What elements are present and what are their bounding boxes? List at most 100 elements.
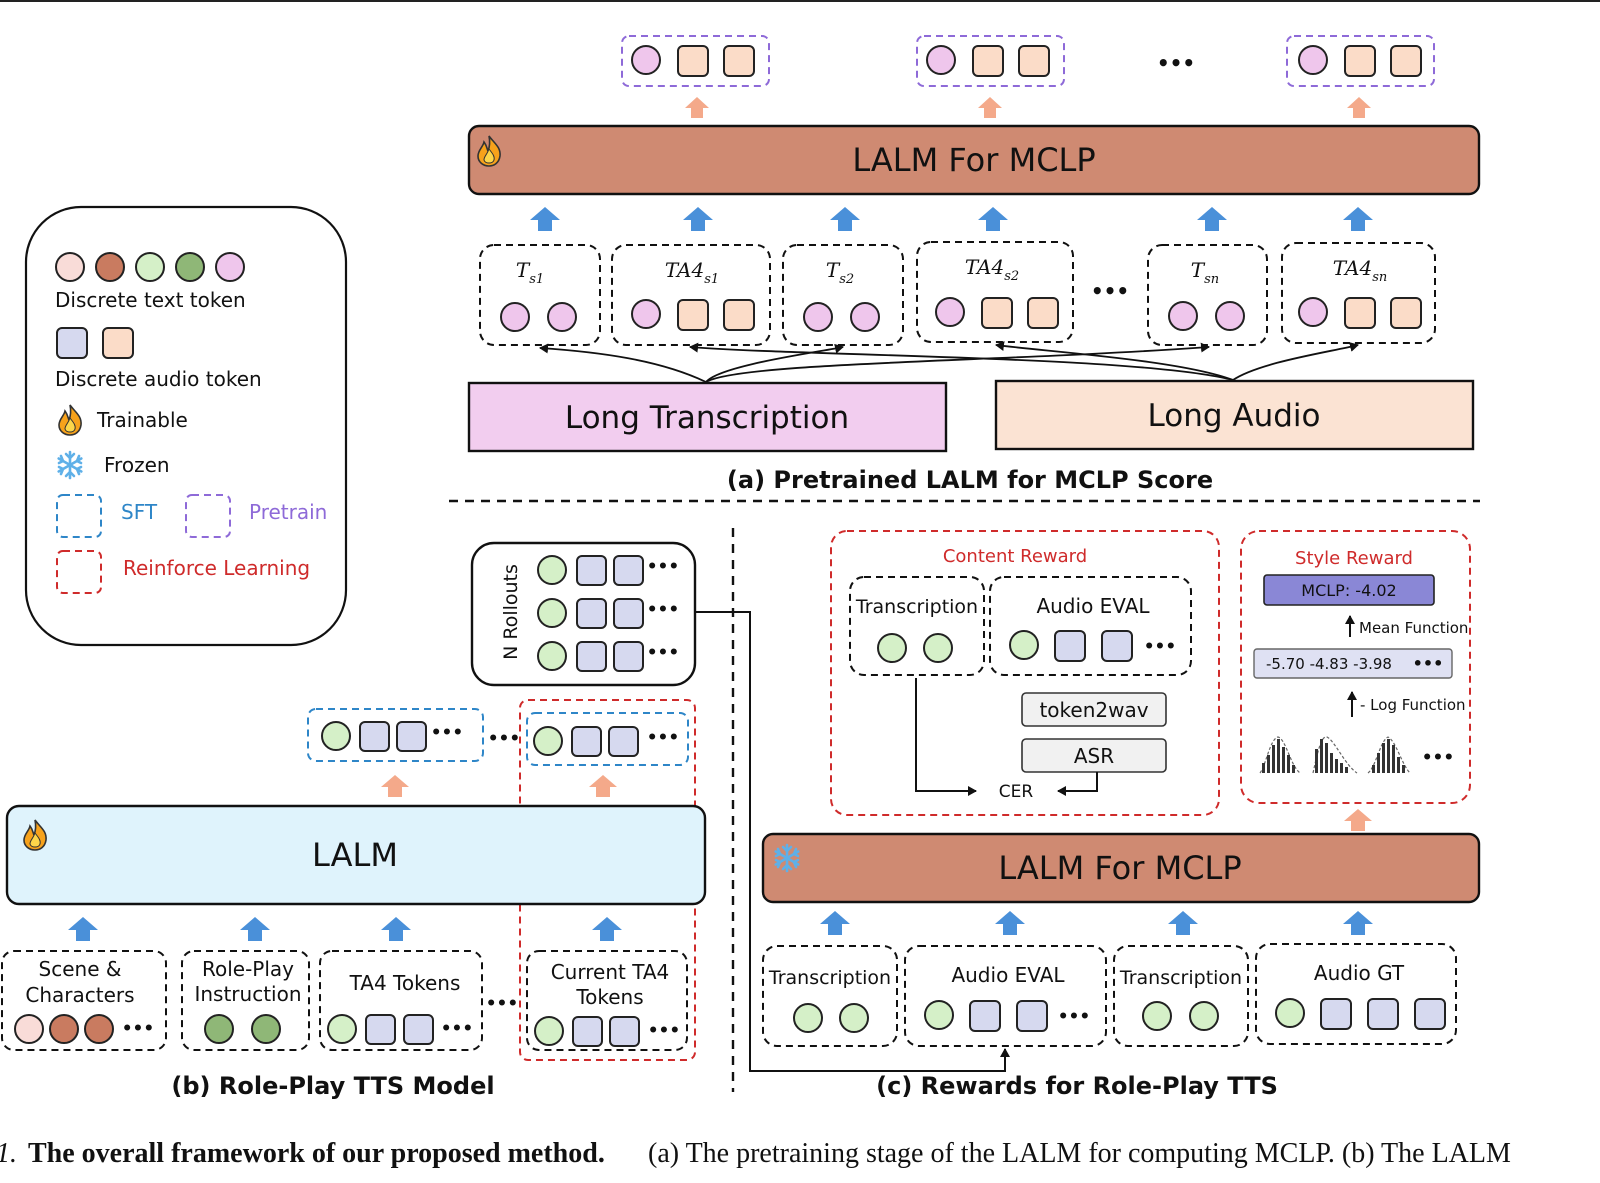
blue-arrow-icon: [530, 207, 560, 231]
svg-text:•••: •••: [647, 557, 680, 577]
long-transcription-label: Long Transcription: [565, 400, 849, 436]
long-transcription-block: [467, 381, 948, 453]
n-rollouts-box: N Rollouts ••• ••• •••: [470, 541, 697, 687]
segment-subscript: sn: [1372, 270, 1387, 285]
distribution-icons: [1259, 736, 1411, 774]
input-ta4-tokens: TA4 Tokens •••: [319, 950, 483, 1051]
blue-arrow-icon: [978, 207, 1008, 231]
legend-rl-label: Reinforce Learning: [123, 556, 310, 580]
segment-subscript: s2: [839, 272, 854, 287]
svg-text:•••: •••: [1413, 654, 1444, 673]
long-audio-block: [994, 379, 1475, 451]
rollouts-to-audio-eval-connector: [695, 611, 1010, 1072]
peach-arrow-icon: [685, 97, 709, 118]
svg-text:TA4sn: TA4sn: [1333, 256, 1387, 285]
svg-text:•••: •••: [122, 1019, 155, 1039]
input-ellipsis: •••: [486, 994, 519, 1014]
svg-text:•••: •••: [647, 643, 680, 663]
legend-pretrain-swatch: [185, 494, 231, 538]
svg-text:Audio EVAL: Audio EVAL: [951, 963, 1065, 987]
svg-text:Scene &: Scene &: [39, 957, 122, 981]
legend-sft-label: SFT: [121, 500, 158, 524]
blue-arrow-icon: [1197, 207, 1227, 231]
blue-arrow-icon: [1168, 911, 1198, 935]
svg-text:Characters: Characters: [25, 983, 134, 1007]
lalm-mclp-pretrain-block: [467, 124, 1481, 196]
sft-output-group-2: •••: [526, 712, 689, 766]
rollout-row: •••: [537, 555, 680, 586]
sft-ellipsis: •••: [488, 729, 521, 749]
segment-T-sn: Tsn: [1147, 244, 1268, 346]
blue-arrow-icon: [1343, 207, 1373, 231]
svg-text:TA4s2: TA4s2: [965, 255, 1019, 284]
lalm-label: LALM: [312, 836, 398, 874]
svg-text:•••: •••: [431, 723, 464, 743]
log-values-box: [1253, 648, 1453, 679]
blue-arrow-icon: [683, 207, 713, 231]
panel-c-title: (c) Rewards for Role-Play TTS: [876, 1072, 1278, 1100]
legend-frozen-label: Frozen: [104, 453, 170, 477]
segment-label: T: [826, 258, 841, 282]
blue-arrow-icon: [995, 911, 1025, 935]
svg-text:•••: •••: [1144, 637, 1177, 657]
figure-caption: 1. The overall framework of our proposed…: [0, 1136, 1600, 1183]
legend-text-tokens: [55, 252, 245, 282]
style-reward-box: Style Reward MCLP: -4.02 Mean Function -…: [1240, 530, 1471, 804]
svg-text:Ts1: Ts1: [516, 258, 544, 287]
svg-text:TA4s1: TA4s1: [665, 258, 719, 287]
n-rollouts-label: N Rollouts: [500, 564, 522, 660]
svg-text:Role-Play: Role-Play: [202, 957, 294, 981]
sft-output-group-1: •••: [307, 708, 484, 762]
legend-pretrain-label: Pretrain: [249, 500, 327, 524]
input-scene-characters: Scene & Characters •••: [1, 950, 167, 1051]
segment-label: T: [1191, 258, 1206, 282]
log-values: -5.70 -4.83 -3.98: [1266, 655, 1392, 673]
content-reward-label: Content Reward: [943, 546, 1087, 567]
svg-text:Transcription: Transcription: [768, 967, 891, 989]
svg-text:•••: •••: [1422, 748, 1455, 768]
caption-bold: The overall framework of our proposed me…: [28, 1138, 605, 1169]
svg-text:•••: •••: [1058, 1007, 1091, 1027]
segment-T-s2: Ts2: [782, 244, 904, 346]
svg-text:TA4 Tokens: TA4 Tokens: [349, 971, 461, 995]
long-audio-label: Long Audio: [1148, 398, 1321, 434]
legend-audio-tokens: [56, 327, 134, 359]
segment-TA4-s2: TA4s2: [916, 241, 1074, 343]
blue-arrow-icon: [240, 917, 270, 941]
panel-b: N Rollouts ••• ••• •••: [1, 541, 707, 1100]
mean-function-label: Mean Function: [1359, 619, 1468, 637]
svg-text:Tokens: Tokens: [575, 985, 643, 1009]
token2wav-box: [1021, 692, 1167, 727]
transcription-label: Transcription: [855, 596, 978, 618]
svg-text:Current TA4: Current TA4: [551, 960, 670, 984]
peach-arrow-icon: [1347, 97, 1371, 118]
log-function-label: - Log Function: [1360, 696, 1466, 714]
asr-label: ASR: [1074, 744, 1114, 768]
blue-arrow-icon: [830, 207, 860, 231]
blue-arrow-icon: [820, 911, 850, 935]
legend-rl-swatch: [56, 550, 102, 594]
peach-arrow-icon: [978, 97, 1002, 118]
style-reward-label: Style Reward: [1295, 548, 1413, 569]
segment-TA4-s1: TA4s1: [611, 244, 771, 346]
input-current-ta4-tokens: Current TA4 Tokens •••: [526, 950, 688, 1051]
svg-text:•••: •••: [647, 600, 680, 620]
input-transcription-2: Transcription: [1113, 945, 1249, 1047]
pretrain-output-group-2: [916, 35, 1065, 87]
panel-b-title: (b) Role-Play TTS Model: [171, 1072, 494, 1100]
segment-subscript: s1: [529, 272, 544, 287]
content-reward-box: Content Reward Transcription Audio EVAL …: [830, 530, 1220, 816]
pretrain-output-group-1: [621, 35, 770, 87]
svg-text:•••: •••: [441, 1019, 474, 1039]
segment-T-s1: Ts1: [479, 244, 601, 346]
svg-text:Transcription: Transcription: [1119, 967, 1242, 989]
legend-panel: Discrete text token Discrete audio token…: [24, 205, 348, 647]
blue-arrow-icon: [592, 917, 622, 941]
blue-arrow-icon: [381, 917, 411, 941]
audio-eval-label: Audio EVAL: [1036, 594, 1150, 618]
svg-text:Ts2: Ts2: [826, 258, 854, 287]
segment-subscript: s1: [704, 272, 719, 287]
legend-sft-swatch: [56, 494, 102, 538]
pretrain-output-group-3: [1286, 35, 1435, 87]
